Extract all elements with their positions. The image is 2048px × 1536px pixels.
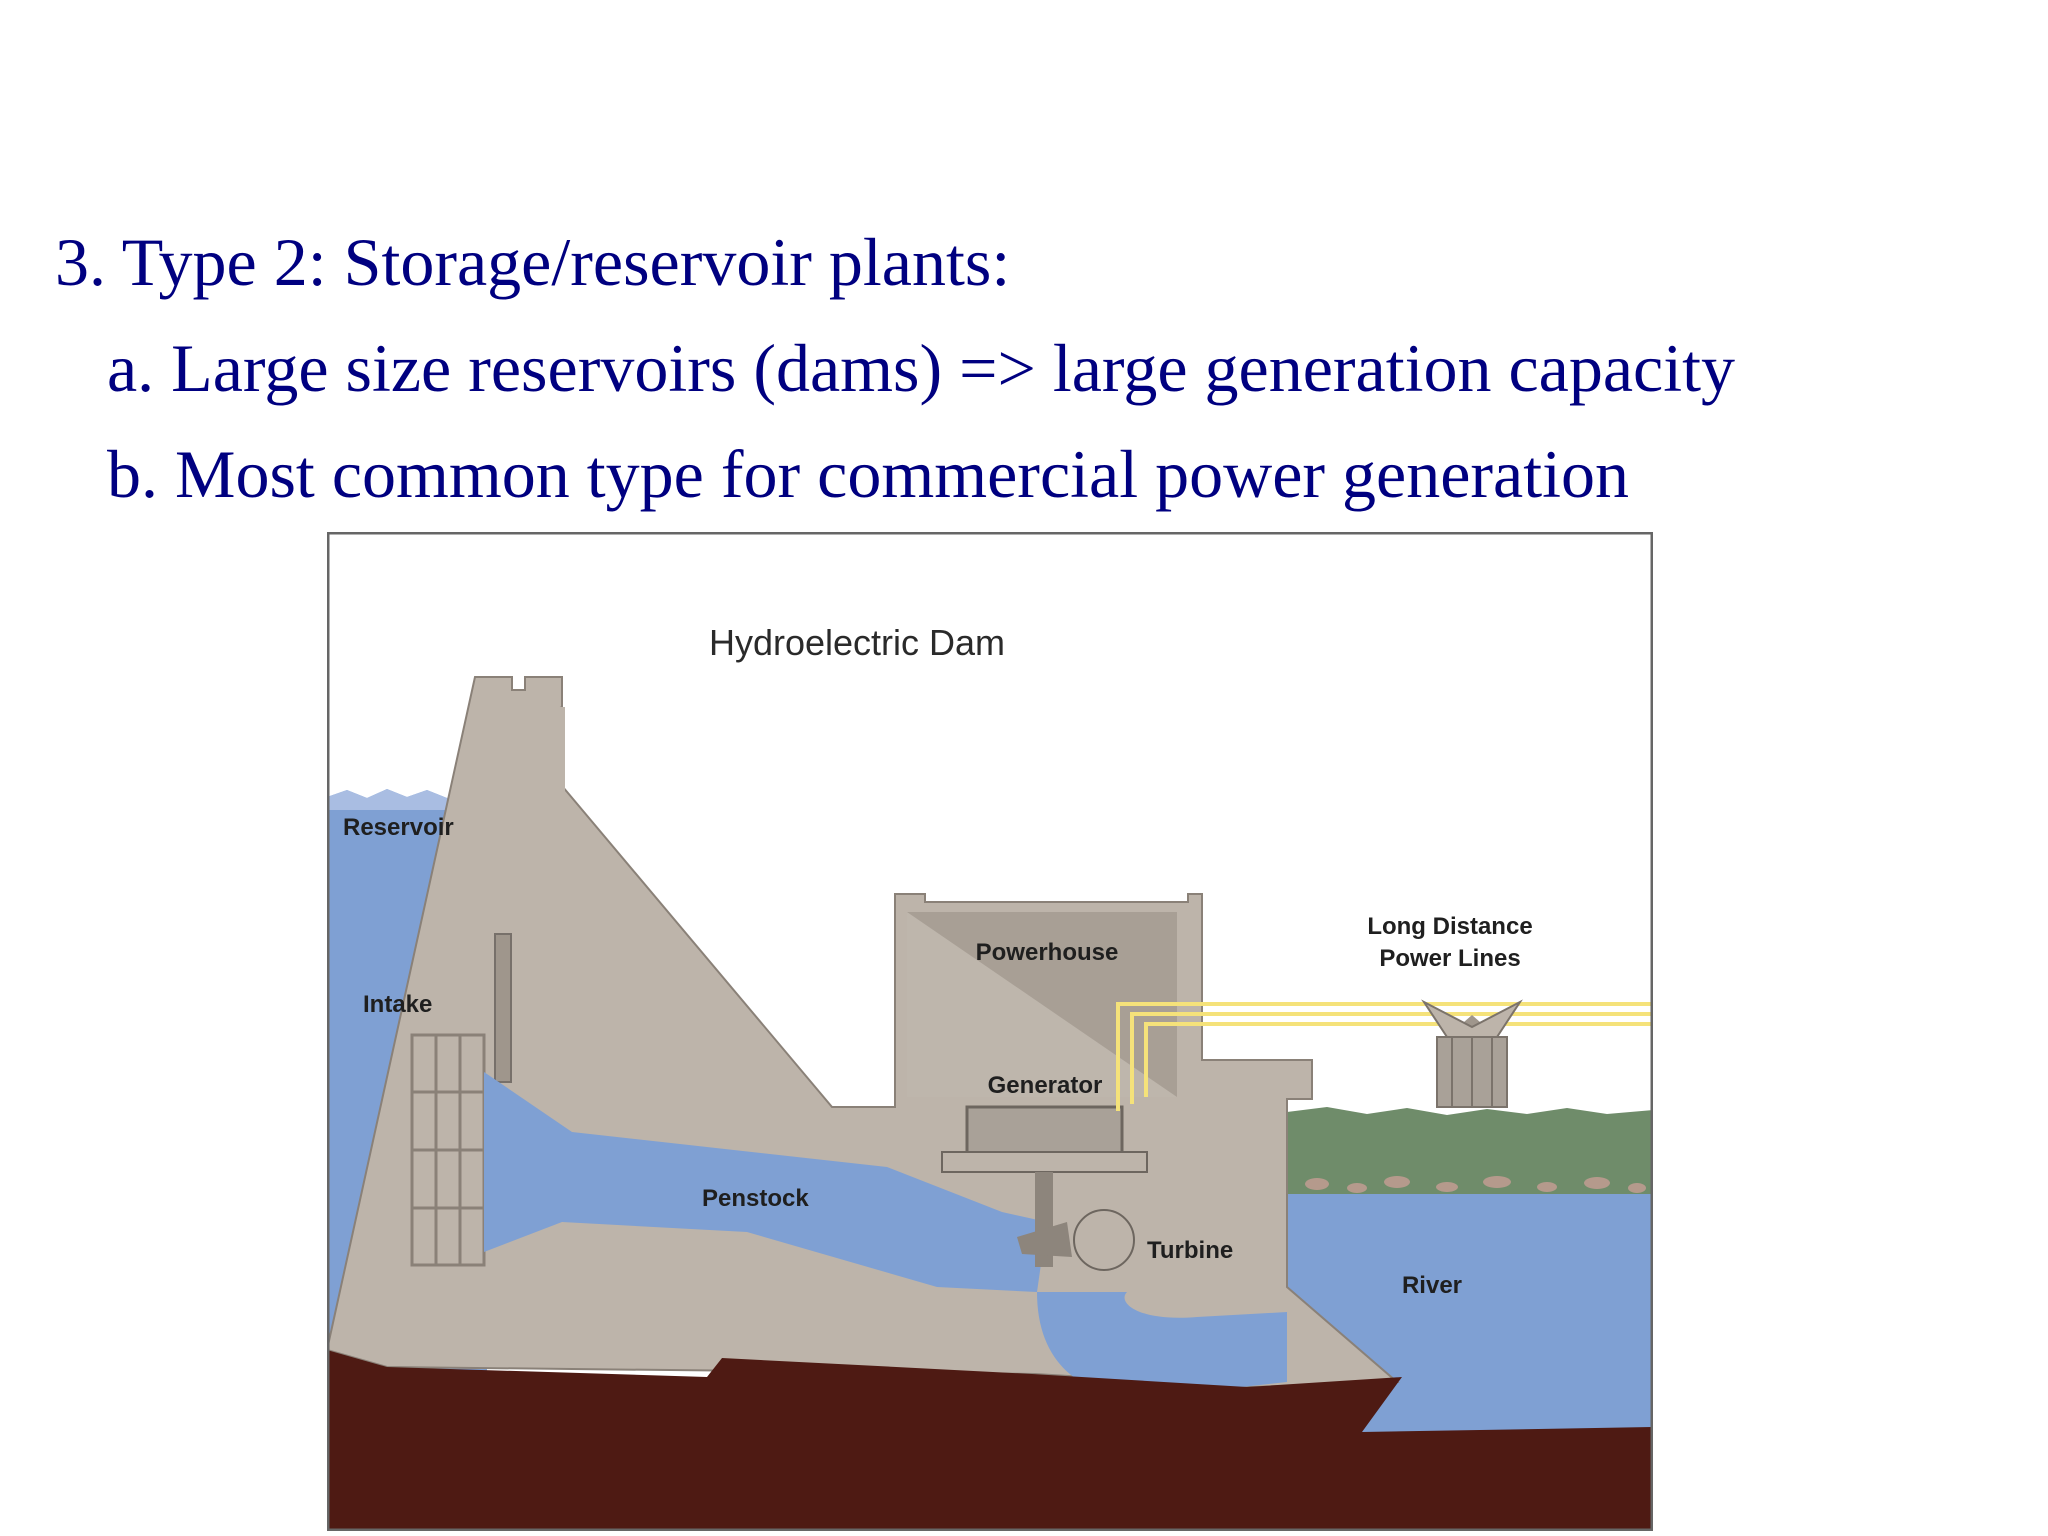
bedrock — [327, 1350, 1653, 1531]
penstock-channel — [484, 1072, 1047, 1292]
turbine-runner — [1017, 1222, 1072, 1257]
bullet-point-a: a. Large size reservoirs (dams) => large… — [107, 330, 1736, 406]
hydroelectric-dam-diagram: Hydroelectric Dam Reservoir Intake Power… — [327, 532, 1653, 1531]
label-turbine: Turbine — [1147, 1237, 1233, 1264]
diagram-frame — [327, 532, 1653, 1531]
label-generator: Generator — [988, 1072, 1103, 1099]
turbine-housing — [1073, 1209, 1135, 1271]
riverbank-vegetation — [1287, 1107, 1653, 1194]
generator — [965, 1105, 1124, 1159]
powerhouse-light — [907, 912, 1177, 1097]
riverbank-stones — [1305, 1176, 1646, 1193]
bullet-point-b: b. Most common type for commercial power… — [107, 436, 1629, 512]
generator-base — [941, 1151, 1148, 1173]
draft-tube — [1037, 1292, 1287, 1398]
label-power-lines-line1: Long Distance — [1367, 913, 1532, 940]
intake-gate — [494, 933, 512, 1083]
transmission-tower — [1421, 999, 1523, 1108]
label-penstock: Penstock — [702, 1185, 809, 1212]
label-river: River — [1402, 1272, 1462, 1299]
dam-upstream-face — [475, 707, 565, 1127]
label-powerhouse: Powerhouse — [976, 939, 1119, 966]
label-intake: Intake — [363, 991, 432, 1018]
label-power-lines-line2: Power Lines — [1379, 945, 1520, 972]
slide-heading: 3. Type 2: Storage/reservoir plants: — [55, 224, 1011, 300]
label-reservoir: Reservoir — [343, 814, 454, 841]
diagram-title: Hydroelectric Dam — [709, 622, 1005, 663]
